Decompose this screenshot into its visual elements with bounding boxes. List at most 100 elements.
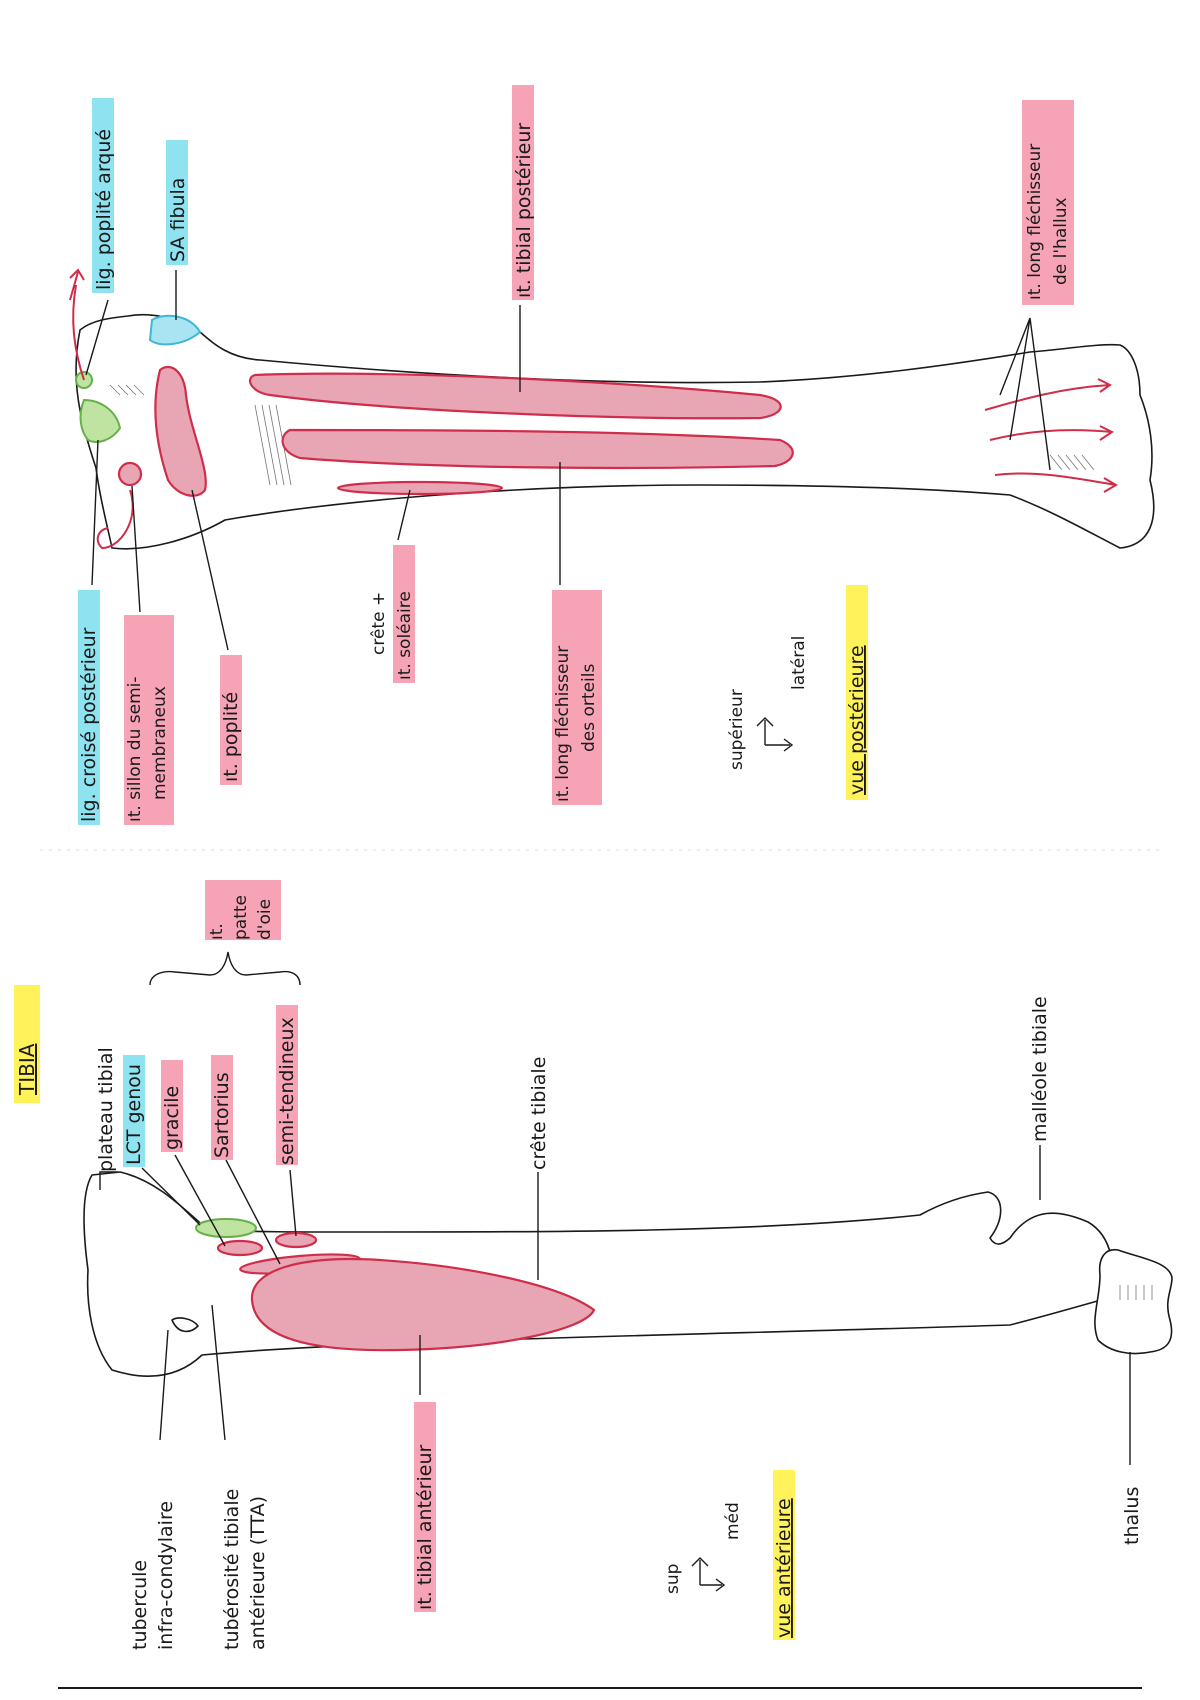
semitend-highlight — [276, 1005, 298, 1165]
talus-outline — [1094, 1249, 1173, 1355]
plateau-tibial-label: plateau tibial — [95, 1047, 117, 1172]
gracile-label: gracile — [161, 1086, 183, 1150]
anterior-view: plateau tibial LCT genou gracile Sartori… — [83, 880, 1173, 1650]
sillon-semi-membraneux-label-2: membraneux — [150, 686, 170, 800]
leader-tubercule — [159, 1329, 169, 1441]
long-flechisseur-orteils-label-2: des orteils — [579, 664, 599, 752]
leader-plateau — [99, 1171, 118, 1190]
tta-label-1: tubérosité tibiale — [221, 1489, 243, 1650]
gracile-highlight — [161, 1060, 183, 1152]
tibial-anterior-insertion — [250, 1257, 596, 1352]
crete-tibiale-label: crête tibiale — [528, 1057, 550, 1170]
leader-semitend — [289, 1169, 297, 1237]
hallux-arrow-1 — [984, 378, 1112, 411]
anterior-orientation-right: méd — [723, 1502, 743, 1540]
patte-oie-label-1: ıt. — [207, 923, 227, 940]
lct-genou-insertion — [195, 1218, 257, 1238]
sillon-semi-membraneux-label-1: ıt. sillon du semi- — [125, 676, 145, 822]
sartorius-highlight — [211, 1055, 233, 1160]
crete-soleaire-label-1: crête + — [369, 592, 389, 655]
title-highlight — [14, 985, 40, 1103]
talus-hatching — [1119, 1285, 1153, 1300]
leader-lig-arque — [85, 299, 109, 376]
long-flechisseur-hallux-label-2: de l'hallux — [1051, 197, 1071, 285]
tibial-ant-highlight — [414, 1402, 436, 1612]
posterior-orientation-up: supérieur — [727, 689, 747, 770]
lig-croise-insertion — [79, 398, 122, 443]
leader-poplite — [191, 489, 229, 651]
malleole-tibiale-label: malléole tibiale — [1029, 996, 1051, 1142]
tibial-anterieur-label: ıt. tibial antérieur — [414, 1445, 436, 1610]
long-flech-orteils-highlight — [552, 590, 602, 805]
sa-fibula-highlight — [166, 140, 188, 265]
sartorius-label: Sartorius — [211, 1072, 233, 1158]
patte-oie-label-3: d'oie — [255, 899, 275, 940]
posterior-orientation-axes — [756, 717, 794, 752]
poplite-highlight — [220, 655, 242, 785]
label-plateau: plateau tibial — [95, 1047, 117, 1172]
anterior-view-highlight — [773, 1470, 795, 1640]
leader-lig-croise — [91, 439, 99, 586]
long-flechisseur-hallux-label-1: ıt. long fléchisseur — [1025, 144, 1045, 300]
crete-soleaire-insertion — [336, 480, 504, 496]
tibial-posterieur-label: ıt. tibial postérieur — [513, 123, 535, 298]
posterior-orientation: supérieur latéral — [727, 636, 809, 770]
leader-crete-soleaire — [397, 489, 411, 541]
sillon-arrow — [96, 489, 134, 550]
posterior-view: lig. poplité arqué SA fibula ıt. tibial … — [69, 85, 1155, 825]
lig-croise-highlight — [78, 590, 100, 825]
hallux-arrow-3 — [994, 472, 1118, 493]
tibial-posterior-insertion — [248, 372, 782, 420]
posterior-orientation-right: latéral — [789, 636, 809, 690]
leader-sartorius — [225, 1159, 281, 1265]
lig-poplite-arque-label: lig. poplité arqué — [93, 129, 115, 290]
anterior-view-label: vue antérieure — [773, 1498, 795, 1638]
long-flechisseur-orteils-insertion — [281, 428, 794, 470]
talus-label: thalus — [1121, 1487, 1143, 1545]
posterior-oblique-line — [254, 404, 292, 486]
hallux-arrow-2 — [989, 425, 1114, 441]
lig-croise-posterieur-label: lig. croisé postérieur — [78, 627, 100, 822]
title-block: TIBIA — [14, 985, 40, 1103]
poplite-insertion — [154, 365, 207, 497]
long-flechisseur-orteils-label-1: ıt. long fléchisseur — [553, 646, 573, 802]
lct-genou-label: LCT genou — [123, 1064, 145, 1165]
posterior-view-label: vue postérieure — [846, 645, 868, 795]
lig-arque-arrow — [69, 268, 85, 381]
tta-label-2: antérieure (TTA) — [247, 1496, 269, 1650]
semi-tendineux-label: semi-tendineux — [276, 1017, 298, 1165]
posterior-distal-hatching — [1049, 454, 1095, 471]
posterior-proximal-hatching — [109, 384, 145, 396]
sillon-highlight — [124, 615, 174, 825]
anterior-orientation: sup méd — [663, 1502, 743, 1594]
leader-lct — [141, 1167, 201, 1226]
patte-highlight — [205, 880, 281, 940]
anterior-orientation-up: sup — [663, 1564, 683, 1594]
leader-hallux — [999, 317, 1051, 471]
tibial-post-highlight — [512, 85, 534, 300]
semi-membraneux-insertion — [117, 461, 143, 487]
anterior-orientation-axes — [691, 1557, 726, 1592]
sa-fibula-insertion — [148, 314, 202, 346]
crete-soleaire-label-2: ıt. soléaire — [395, 591, 415, 680]
page-title: TIBIA — [15, 1043, 39, 1096]
tubercule-label-1: tubercule — [129, 1560, 151, 1650]
leader-sillon — [131, 485, 141, 613]
anterior-tibia-outline — [83, 1171, 1114, 1377]
infra-condylar-notch — [171, 1317, 199, 1333]
patte-oie-label-2: patte — [231, 895, 251, 940]
leader-tta — [211, 1304, 226, 1441]
posterior-view-highlight — [846, 585, 868, 800]
lig-arque-highlight — [92, 98, 114, 293]
lct-highlight — [123, 1055, 145, 1167]
poplite-label: ıt. poplité — [220, 692, 242, 782]
gracile-insertion — [216, 1239, 264, 1257]
patte-oie-brace — [149, 951, 301, 986]
crete-soleaire-highlight — [393, 545, 415, 683]
leader-gracile — [174, 1154, 226, 1247]
hallux-highlight — [1022, 100, 1074, 305]
tubercule-label-2: infra-condylaire — [155, 1501, 177, 1650]
sa-fibula-label: SA fibula — [167, 178, 189, 262]
posterior-tibia-outline — [75, 313, 1155, 550]
